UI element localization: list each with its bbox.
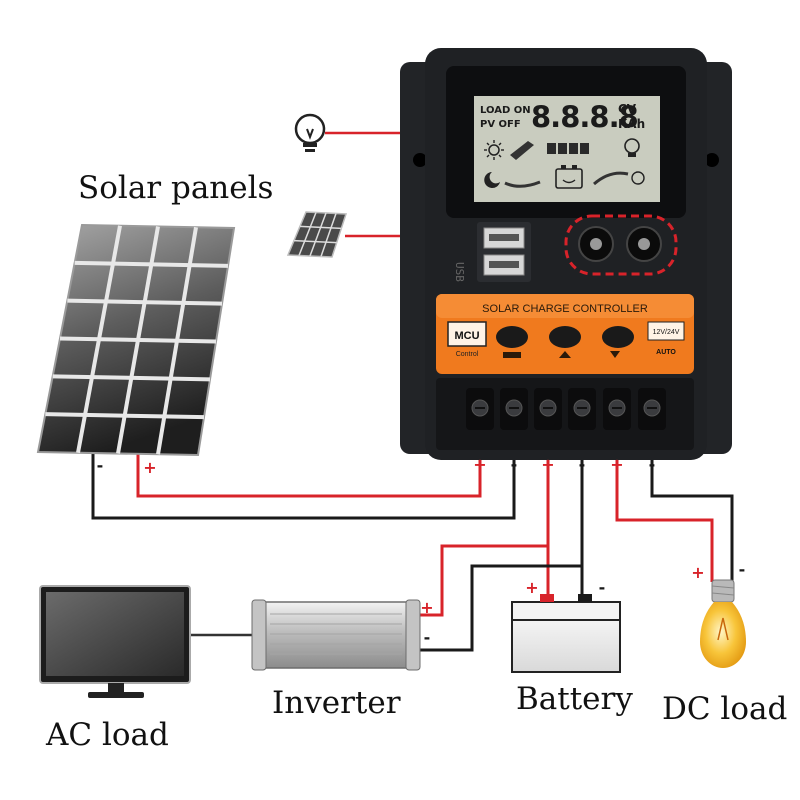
mcu-sublabel: Control	[456, 351, 479, 358]
wire-inverter-negative	[412, 564, 582, 652]
negative-sign: -	[97, 456, 104, 475]
voltage-badge-text: 12V/24V	[653, 329, 680, 336]
wire-panel-negative	[91, 452, 516, 520]
wire-panel-positive	[136, 452, 482, 498]
monitor-icon	[39, 585, 191, 698]
positive-sign: +	[525, 578, 538, 597]
lcd-pv-off: PV OFF	[480, 119, 521, 130]
moon-icon	[484, 172, 500, 188]
bulb-icon	[294, 113, 326, 152]
pv-terminal-highlight	[564, 214, 678, 276]
lcd-arrow-right	[593, 171, 629, 186]
negative-sign: -	[599, 578, 606, 597]
terminal-screws	[466, 388, 666, 430]
mini-grid-line	[299, 225, 342, 230]
label-battery: Battery	[516, 681, 633, 717]
solar-panel-icon	[286, 211, 348, 258]
positive-sign: +	[610, 455, 623, 474]
panel-grid-line	[45, 412, 205, 420]
usb-label: USB	[453, 262, 466, 282]
sun-icon	[484, 140, 504, 160]
panel-grid-line	[74, 260, 229, 268]
charge-controller: LOAD ON PV OFF 8.8.8.8 CV KAh	[400, 48, 732, 460]
mcu-box	[447, 321, 487, 347]
lcd-clock-icon	[631, 171, 645, 185]
wire-inverter-positive	[412, 544, 548, 617]
mini-grid-line	[298, 212, 317, 256]
mini-grid-line	[320, 213, 337, 257]
terminal-signs: + - + - + - - + + - + - + -	[97, 455, 746, 647]
negative-sign: -	[739, 560, 746, 579]
positive-sign: +	[143, 458, 156, 477]
light-bulb-icon	[700, 579, 746, 668]
panel-grid-line	[52, 374, 211, 382]
positive-sign: +	[473, 455, 486, 474]
menu-button[interactable]	[496, 326, 528, 348]
up-button[interactable]	[549, 326, 581, 348]
lcd-panel-icon	[510, 141, 534, 160]
lcd-unit-top: CV	[618, 102, 637, 116]
positive-sign: +	[691, 563, 704, 582]
panel-grid-line	[67, 298, 223, 306]
lcd-battery-bars	[547, 143, 589, 154]
mini-grid-line	[309, 212, 327, 257]
positive-sign: +	[420, 598, 433, 617]
mini-grid-line	[293, 239, 337, 244]
battery	[511, 594, 621, 673]
battery-icon	[555, 165, 583, 189]
lcd-unit-bottom: KAh	[618, 117, 645, 131]
label-inverter: Inverter	[272, 685, 401, 721]
positive-sign: +	[541, 455, 554, 474]
label-dc-load: DC load	[662, 691, 788, 727]
voltage-badge	[647, 321, 685, 341]
usb-ports	[477, 222, 531, 282]
lcd-bulb-icon	[624, 138, 640, 157]
solar-panel-grid	[45, 225, 229, 455]
down-button[interactable]	[602, 326, 634, 348]
label-ac-load: AC load	[46, 717, 169, 753]
solar-panel	[36, 223, 236, 457]
negative-sign: -	[579, 455, 586, 474]
auto-label: AUTO	[656, 349, 676, 356]
controller-banner: SOLAR CHARGE CONTROLLER	[482, 303, 648, 315]
mcu-label: MCU	[454, 330, 479, 342]
negative-sign: -	[511, 455, 518, 474]
lcd-arrow-left	[504, 180, 541, 188]
lcd-digits: 8.8.8.8	[531, 100, 638, 134]
pv-connectors	[578, 226, 662, 262]
panel-grid-line	[59, 336, 217, 344]
label-solar-panels: Solar panels	[78, 170, 274, 206]
wire-load-positive	[615, 460, 714, 582]
negative-sign: -	[649, 455, 656, 474]
inverter	[251, 599, 421, 671]
wire-load-negative	[650, 460, 734, 582]
negative-sign: -	[424, 628, 431, 647]
lcd-load-on: LOAD ON	[480, 105, 531, 116]
